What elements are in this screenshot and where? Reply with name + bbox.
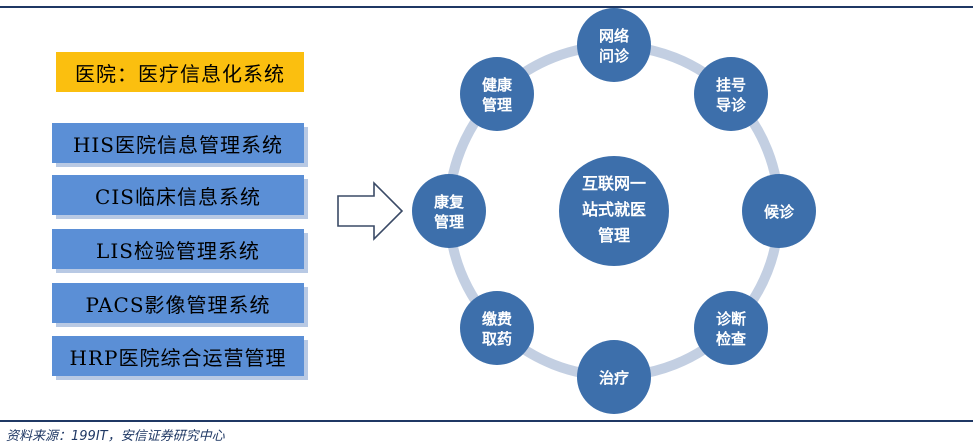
hospital-label: 医院：医疗信息化系统 bbox=[75, 61, 285, 86]
node-rehabilitation: 康复 管理 bbox=[412, 174, 486, 248]
system-box-cis: CIS临床信息系统 bbox=[52, 175, 304, 215]
node-label: 康复 bbox=[434, 193, 465, 211]
node-label: 健康 bbox=[482, 76, 513, 94]
node-label: 问诊 bbox=[599, 47, 630, 65]
center-line: 互联网一 bbox=[582, 174, 646, 193]
node-label: 挂号 bbox=[716, 76, 746, 94]
node-label: 治疗 bbox=[599, 369, 629, 387]
node-waiting: 候诊 bbox=[742, 174, 816, 248]
node-label: 候诊 bbox=[764, 203, 795, 221]
center-line: 管理 bbox=[598, 226, 630, 245]
system-label: PACS影像管理系统 bbox=[85, 292, 271, 317]
system-label: HRP医院综合运营管理 bbox=[69, 345, 287, 370]
node-label: 取药 bbox=[482, 330, 512, 348]
node-online-consultation: 网络 问诊 bbox=[577, 8, 651, 82]
node-registration: 挂号 导诊 bbox=[694, 57, 768, 131]
node-label: 管理 bbox=[482, 96, 512, 114]
node-label: 管理 bbox=[434, 213, 464, 231]
node-payment: 缴费 取药 bbox=[460, 291, 534, 365]
top-rule bbox=[0, 6, 973, 8]
center-line: 站式就医 bbox=[582, 200, 646, 219]
system-box-pacs: PACS影像管理系统 bbox=[52, 283, 304, 323]
hospital-label-box: 医院：医疗信息化系统 bbox=[56, 52, 304, 92]
node-label: 网络 bbox=[599, 27, 629, 45]
bottom-rule bbox=[0, 420, 973, 422]
node-label: 缴费 bbox=[482, 310, 512, 328]
arrow-right-icon bbox=[337, 181, 404, 241]
system-box-lis: LIS检验管理系统 bbox=[52, 229, 304, 269]
center-circle bbox=[559, 156, 669, 266]
node-label: 导诊 bbox=[716, 96, 747, 114]
system-box-hrp: HRP医院综合运营管理 bbox=[52, 336, 304, 376]
source-note: 资料来源：199IT，安信证券研究中心 bbox=[6, 429, 225, 444]
system-label: HIS医院信息管理系统 bbox=[72, 132, 284, 157]
node-label: 检查 bbox=[716, 330, 747, 348]
system-label: LIS检验管理系统 bbox=[96, 238, 260, 263]
system-label: CIS临床信息系统 bbox=[95, 184, 261, 209]
node-treatment: 治疗 bbox=[577, 340, 651, 414]
node-label: 诊断 bbox=[716, 310, 746, 328]
node-diagnosis: 诊断 检查 bbox=[694, 291, 768, 365]
node-health-management: 健康 管理 bbox=[460, 57, 534, 131]
system-box-his: HIS医院信息管理系统 bbox=[52, 123, 304, 163]
